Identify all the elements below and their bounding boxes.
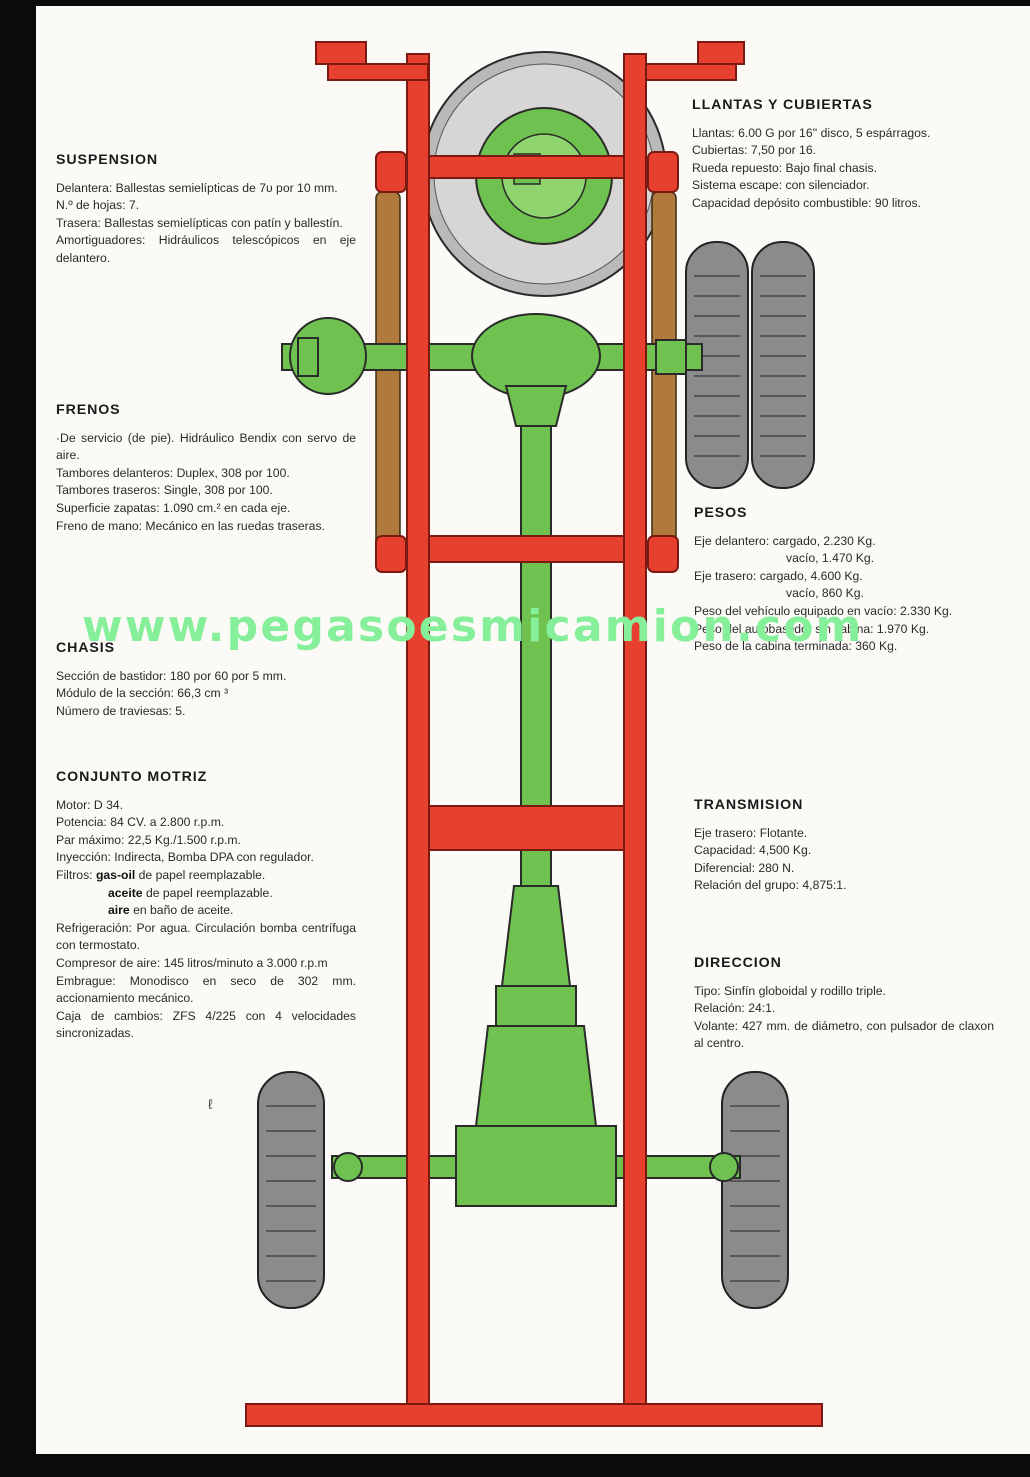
embrague-line: Embrague: Monodisco en seco de 302 mm. a…	[56, 973, 356, 1006]
direccion-line: Tipo: Sinfín globoidal y rodillo triple.	[694, 983, 886, 998]
chasis-section: CHASIS Sección de bastidor: 180 por 60 p…	[56, 640, 356, 720]
frenos-section: FRENOS ·De servicio (de pie). Hidráulico…	[56, 402, 356, 535]
suspension-line: N.º de hojas: 7.	[56, 198, 140, 213]
llantas-title: LLANTAS Y CUBIERTAS	[692, 97, 873, 113]
front-wheels	[257, 1071, 789, 1309]
llantas-line: Capacidad depósito combustible: 90 litro…	[692, 195, 921, 210]
motor-line: Motor: D 34.	[56, 797, 124, 812]
chasis-title: CHASIS	[56, 640, 116, 656]
suspension-line: Trasera: Ballestas semielípticas con pat…	[56, 215, 343, 230]
transmision-title: TRANSMISION	[694, 797, 804, 813]
peso-autobastidor-line: Peso del autobastidor sin cabina: 1.970 …	[694, 621, 930, 636]
peso-vehiculo-line: Peso del vehículo equipado en vacío: 2.3…	[694, 603, 953, 618]
suspension-line: Amortiguadores: Hidráulicos telescópicos…	[56, 233, 356, 265]
eje-delantero-line: Eje delantero: cargado, 2.230 Kg.	[694, 533, 876, 548]
peso-cabina-line: Peso de la cabina terminada: 360 Kg.	[694, 639, 898, 654]
direccion-line: Relación: 24:1.	[694, 1001, 776, 1016]
transmision-line: Relación del grupo: 4,875:1.	[694, 878, 847, 893]
frame	[245, 41, 823, 1427]
llantas-line: Cubiertas: 7,50 por 16.	[692, 143, 816, 158]
frenos-line: Tambores traseros: Single, 308 por 100.	[56, 483, 273, 498]
filtro-gasoil-text: de papel reemplazable.	[135, 867, 266, 882]
pesos-title: PESOS	[694, 505, 748, 521]
eje-trasero-line: Eje trasero: cargado, 4.600 Kg.	[694, 568, 863, 583]
filtro-aceite: aceite	[108, 885, 143, 900]
direccion-line: Volante: 427 mm. de diámetro, con pulsad…	[694, 1018, 994, 1051]
eje-delantero-vacio-line: vacío, 1.470 Kg.	[786, 551, 875, 566]
transmision-line: Eje trasero: Flotante.	[694, 825, 808, 840]
frenos-line: ·De servicio (de pie). Hidráulico Bendix…	[56, 430, 356, 463]
refrigeracion-line: Refrigeración: Por agua. Circulación bom…	[56, 920, 356, 953]
transmision-section: TRANSMISION Eje trasero: Flotante. Capac…	[694, 797, 994, 895]
frenos-line: Freno de mano: Mecánico en las ruedas tr…	[56, 518, 325, 533]
chasis-line: Número de traviesas: 5.	[56, 703, 186, 718]
par-line: Par máximo: 22,5 Kg./1.500 r.p.m.	[56, 832, 241, 847]
conjunto-motriz-section: CONJUNTO MOTRIZ Motor: D 34. Potencia: 8…	[56, 769, 356, 1043]
rear-dual-wheels	[685, 241, 815, 489]
filtro-gasoil: gas-oil	[95, 867, 136, 882]
suspension-section: SUSPENSION Delantera: Ballestas semielíp…	[56, 152, 356, 268]
pen-mark: ℓ	[208, 1096, 213, 1112]
direccion-section: DIRECCION Tipo: Sinfín globoidal y rodil…	[694, 955, 994, 1053]
frenos-line: Tambores delanteros: Duplex, 308 por 100…	[56, 465, 290, 480]
frenos-line: Superficie zapatas: 1.090 cm.² en cada e…	[56, 500, 291, 515]
pesos-section: PESOS Eje delantero: cargado, 2.230 Kg. …	[694, 505, 994, 656]
frenos-title: FRENOS	[56, 402, 121, 418]
transmision-line: Diferencial: 280 N.	[694, 860, 795, 875]
llantas-line: Sistema escape: con silenciador.	[692, 178, 870, 193]
filtro-aire-text: en baño de aceite.	[129, 903, 234, 918]
potencia-line: Potencia: 84 CV. a 2.800 r.p.m.	[56, 815, 225, 830]
chasis-line: Sección de bastidor: 180 por 60 por 5 mm…	[56, 668, 287, 683]
eje-trasero-vacio-line: vacío, 860 Kg.	[786, 586, 864, 601]
chassis-diagram	[245, 41, 823, 1427]
compresor-line: Compresor de aire: 145 litros/minuto a 3…	[56, 955, 328, 970]
watermark-url: www.pegasoesmicamion.com	[82, 601, 864, 652]
transmision-line: Capacidad: 4,500 Kg.	[694, 843, 812, 858]
llantas-line: Rueda repuesto: Bajo final chasis.	[692, 160, 877, 175]
suspension-title: SUSPENSION	[56, 152, 159, 168]
filtros-line: Filtros: gas-oil de papel reemplazable.	[56, 867, 356, 885]
caja-line: Caja de cambios: ZFS 4/225 con 4 velocid…	[56, 1008, 356, 1041]
chasis-line: Módulo de la sección: 66,3 cm ³	[56, 686, 229, 701]
spec-sheet: SUSPENSION Delantera: Ballestas semielíp…	[36, 6, 1030, 1454]
filtro-aire: aire	[108, 903, 130, 918]
suspension-line: Delantera: Ballestas semielípticas de 7υ…	[56, 180, 338, 195]
filtros-label: Filtros:	[56, 867, 93, 882]
inyeccion-line: Inyección: Indirecta, Bomba DPA con regu…	[56, 850, 314, 865]
llantas-section: LLANTAS Y CUBIERTAS Llantas: 6.00 G por …	[692, 97, 992, 213]
filtro-aceite-line: aceite de papel reemplazable.	[56, 885, 356, 903]
direccion-title: DIRECCION	[694, 955, 782, 971]
filtro-aceite-text: de papel reemplazable.	[142, 885, 273, 900]
filtro-aire-line: aire en baño de aceite.	[56, 902, 356, 920]
conjunto-motriz-title: CONJUNTO MOTRIZ	[56, 769, 208, 785]
llantas-line: Llantas: 6.00 G por 16'' disco, 5 espárr…	[692, 125, 931, 140]
